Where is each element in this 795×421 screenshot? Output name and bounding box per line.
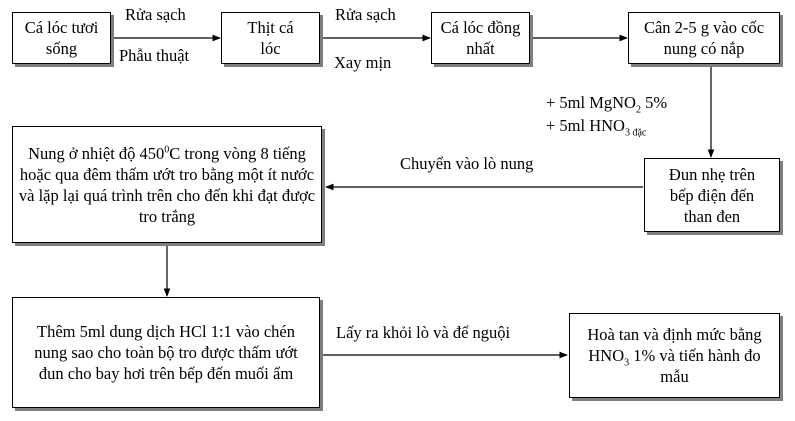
box-dissolve-measure-text: Hoà tan và định mức bằng HNO3 1% và tiến… xyxy=(587,325,762,386)
label-reagent-mgno2: + 5ml MgNO2 5% xyxy=(546,93,668,116)
label-reagent-hno3: + 5ml HNO3 đặc xyxy=(546,116,647,139)
label-dissect: Phẫu thuật xyxy=(119,46,190,65)
box-add-hcl: Thêm 5ml dung dịch HCl 1:1 vào chén nung… xyxy=(12,297,320,408)
box-weigh-sample-text: Cân 2-5 g vào cốc nung có nắp xyxy=(643,18,765,58)
label-to-furnace: Chuyển vào lò nung xyxy=(400,154,534,173)
box-fish-meat: Thịt cá lóc xyxy=(221,12,320,64)
label-cool-down: Lấy ra khỏi lò và để nguội xyxy=(336,323,511,342)
box-fresh-fish: Cá lóc tươi sống xyxy=(12,12,111,64)
box-heat-to-char: Đun nhẹ trên bếp điện đến than đen xyxy=(644,158,780,232)
box-dissolve-measure: Hoà tan và định mức bằng HNO3 1% và tiến… xyxy=(569,313,780,398)
label-wash-2: Rửa sạch xyxy=(335,5,396,24)
box-heat-to-char-text: Đun nhẹ trên bếp điện đến than đen xyxy=(668,164,756,226)
box-fresh-fish-text: Cá lóc tươi sống xyxy=(24,18,99,58)
box-homogenized-fish-text: Cá lóc đồng nhất xyxy=(440,18,521,58)
label-grind: Xay mịn xyxy=(334,53,392,72)
box-fish-meat-text: Thịt cá lóc xyxy=(247,18,294,58)
box-add-hcl-text: Thêm 5ml dung dịch HCl 1:1 vào chén nung… xyxy=(34,322,298,383)
label-wash-1: Rửa sạch xyxy=(125,5,186,24)
box-weigh-sample: Cân 2-5 g vào cốc nung có nắp xyxy=(628,12,780,64)
box-ashing-text: Nung ở nhiệt độ 4500C trong vòng 8 tiếng… xyxy=(18,143,316,226)
box-homogenized-fish: Cá lóc đồng nhất xyxy=(431,12,530,64)
box-ashing: Nung ở nhiệt độ 4500C trong vòng 8 tiếng… xyxy=(12,126,322,243)
